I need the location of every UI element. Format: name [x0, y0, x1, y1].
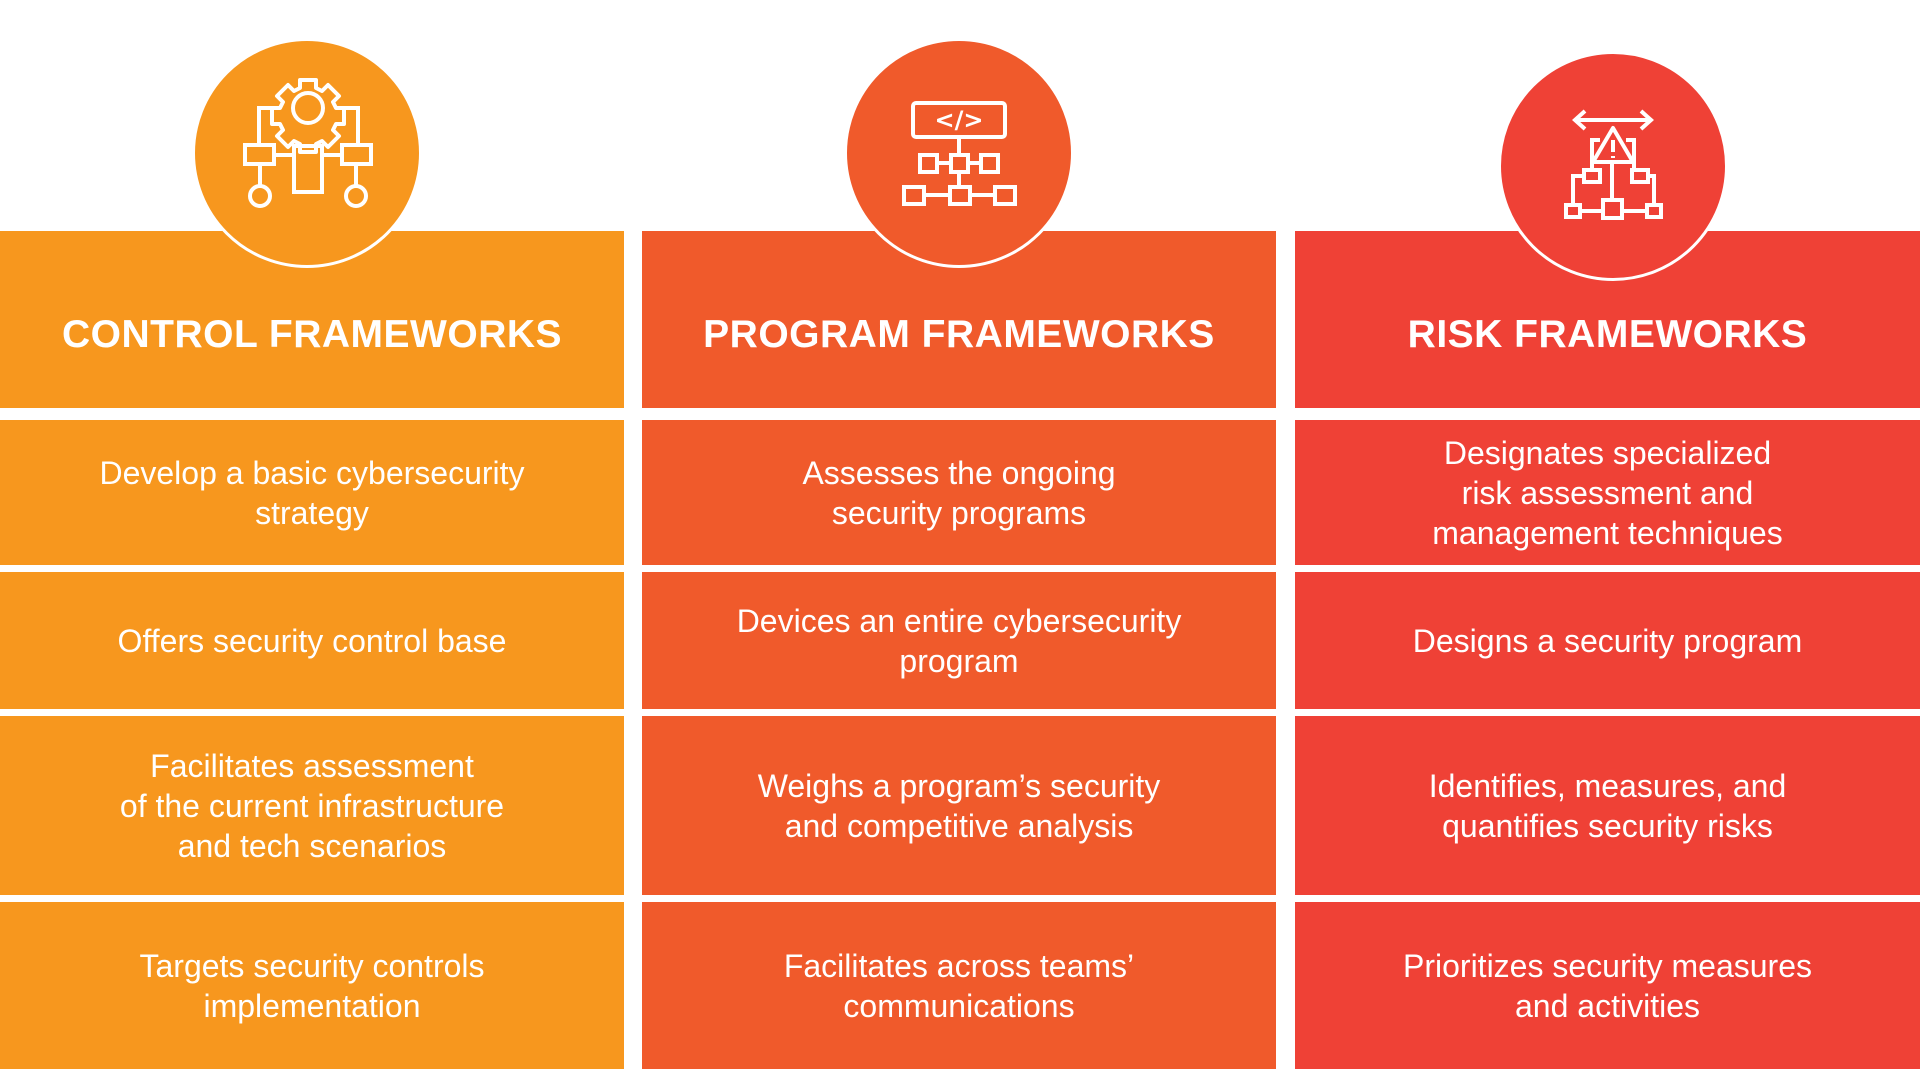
risk-icon-circle — [1498, 51, 1728, 281]
list-item: Offers security control base — [0, 572, 624, 709]
column-title: CONTROL FRAMEWORKS — [61, 312, 563, 356]
program-icon-circle — [844, 38, 1074, 268]
list-item: Targets security controls implementation — [0, 902, 624, 1069]
list-item: Prioritizes security measures and activi… — [1295, 902, 1920, 1069]
list-item: Facilitates assessment of the current in… — [0, 716, 624, 895]
column-title: PROGRAM FRAMEWORKS — [703, 312, 1215, 356]
list-item: Identifies, measures, and quantifies sec… — [1295, 716, 1920, 895]
list-item: Develop a basic cybersecurity strategy — [0, 420, 624, 565]
list-item: Designates specialized risk assessment a… — [1295, 420, 1920, 565]
list-item: Devices an entire cybersecurity program — [642, 572, 1276, 709]
list-item: Assesses the ongoing security programs — [642, 420, 1276, 565]
list-item: Weighs a program’s security and competit… — [642, 716, 1276, 895]
list-item: Designs a security program — [1295, 572, 1920, 709]
column-title: RISK FRAMEWORKS — [1407, 312, 1808, 356]
list-item: Facilitates across teams’ communications — [642, 902, 1276, 1069]
program-frameworks-header: PROGRAM FRAMEWORKS — [642, 231, 1276, 408]
control-icon-circle — [192, 38, 422, 268]
